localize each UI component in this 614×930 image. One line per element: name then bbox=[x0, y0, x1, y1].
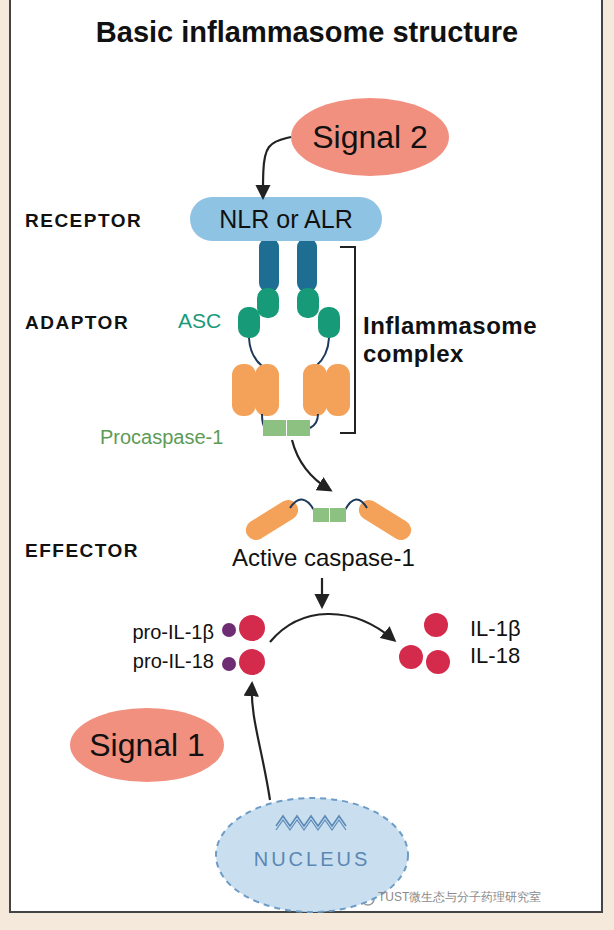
pro-domain bbox=[222, 657, 236, 671]
linker bbox=[316, 338, 329, 366]
node-label: NLR or ALR bbox=[219, 205, 352, 234]
dna-symbol bbox=[276, 820, 346, 830]
card-domain bbox=[263, 420, 286, 436]
cytokine bbox=[399, 645, 423, 669]
component-label: Active caspase-1 bbox=[232, 544, 415, 572]
row-label: ADAPTOR bbox=[25, 312, 129, 334]
receptor-domain bbox=[297, 238, 317, 292]
card-domain bbox=[287, 420, 310, 436]
caspase-domain bbox=[326, 364, 350, 416]
cytokine-label: IL-1β bbox=[470, 616, 521, 641]
asc-domain bbox=[297, 288, 319, 318]
linker bbox=[249, 338, 262, 366]
panel bbox=[10, 0, 602, 912]
cytokine-label: IL-18 bbox=[470, 643, 520, 668]
asc-domain bbox=[318, 307, 340, 338]
bracket bbox=[340, 247, 355, 433]
cytokine-label: pro-IL-1β bbox=[60, 621, 214, 644]
receptor-domain bbox=[259, 238, 279, 292]
complex-label: Inflammasome complex bbox=[363, 312, 598, 367]
row-label: RECEPTOR bbox=[25, 210, 142, 232]
caspase-domain bbox=[232, 364, 256, 416]
arrow bbox=[252, 684, 270, 800]
component-label: Procaspase-1 bbox=[100, 426, 223, 449]
arrow bbox=[292, 440, 330, 490]
linker bbox=[290, 499, 314, 510]
signal-ellipse: Signal 1 bbox=[69, 707, 225, 783]
caspase-domain bbox=[255, 364, 279, 416]
node-shape bbox=[70, 708, 224, 782]
cytokine bbox=[239, 649, 265, 675]
asc-domain bbox=[257, 288, 279, 318]
node-label: Signal 1 bbox=[89, 727, 205, 764]
linker bbox=[310, 414, 318, 428]
linker bbox=[345, 499, 367, 510]
title: Basic inflammasome structure bbox=[0, 16, 614, 49]
card-domain bbox=[330, 508, 346, 522]
card-domain bbox=[313, 508, 329, 522]
arrow bbox=[270, 614, 394, 642]
asc-domain bbox=[238, 307, 260, 338]
cytokine bbox=[426, 650, 450, 674]
component-label: ASC bbox=[178, 309, 221, 333]
dna-symbol bbox=[276, 816, 346, 826]
pro-domain bbox=[222, 623, 236, 637]
cytokine bbox=[239, 615, 265, 641]
node-label: Signal 2 bbox=[312, 119, 428, 156]
caspase-domain bbox=[303, 364, 327, 416]
node-shape bbox=[291, 98, 449, 176]
cytokine bbox=[424, 613, 448, 637]
receptor-pill: NLR or ALR bbox=[190, 197, 382, 241]
cytokine-label: pro-IL-18 bbox=[60, 650, 214, 673]
signal-ellipse: Signal 2 bbox=[290, 97, 450, 177]
arrow bbox=[321, 578, 323, 606]
watermark: TUST微生态与分子药理研究室 bbox=[378, 891, 541, 905]
node-label: NUCLEUS bbox=[254, 848, 371, 871]
connector-arrow bbox=[263, 137, 291, 197]
row-label: EFFECTOR bbox=[25, 540, 139, 562]
